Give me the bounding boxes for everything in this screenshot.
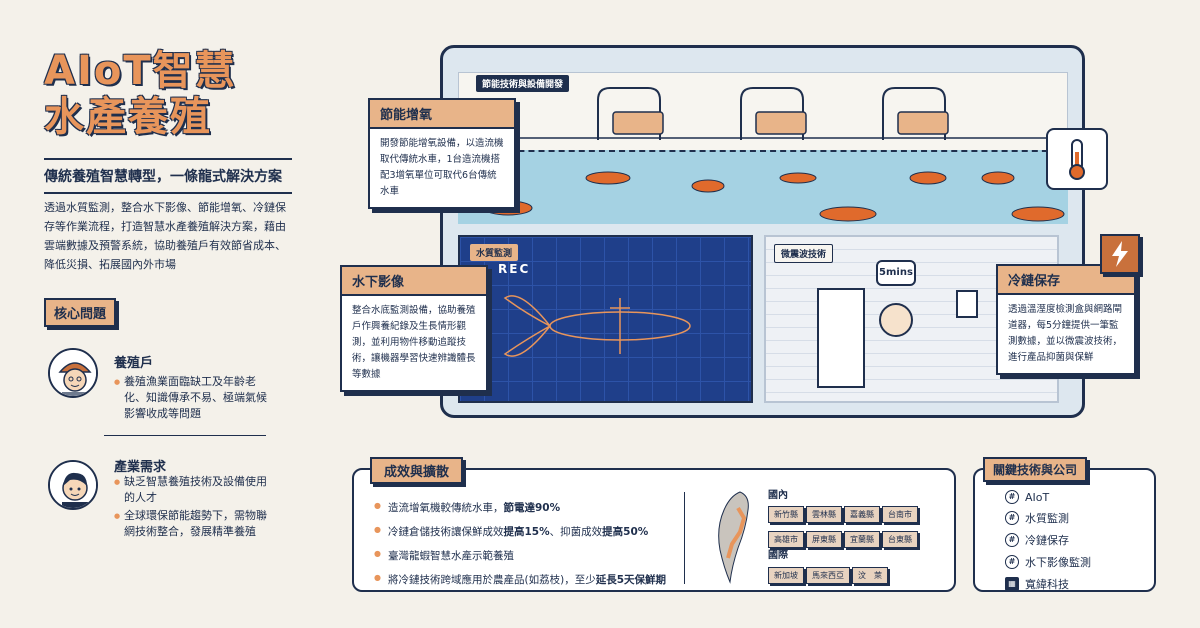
list-item: #冷鏈保存	[1005, 532, 1091, 548]
region-chip: 雲林縣	[806, 506, 842, 523]
list-item: #AIoT	[1005, 490, 1091, 504]
region-chip: 嘉義縣	[844, 506, 880, 523]
region-chip: 屏東縣	[806, 531, 842, 548]
water-quality-label: 水質監測	[470, 244, 519, 261]
industry-avatar	[48, 460, 98, 510]
region-chip: 台南市	[882, 506, 918, 523]
list-item: 缺乏智慧養殖技術及設備使用的人才	[114, 474, 274, 506]
core-issues-tag: 核心問題	[44, 298, 117, 327]
ultrasonic-label: 微震波技術	[774, 244, 834, 263]
cold-chain-card: 冷鏈保存 透過溫溼度檢測盒與網路閘道器，每5分鐘提供一筆監測數據，並以微震波技術…	[996, 264, 1136, 375]
card-title: 節能增氧	[370, 100, 514, 129]
card-body: 整合水底監測設備，協助養殖戶作興養紀錄及生長情形觀測，並利用物件移動追蹤技術，讓…	[352, 305, 476, 380]
divider	[684, 492, 685, 584]
list-item: 全球環保節能趨勢下，需物聯網技術整合，發展精準養殖	[114, 508, 274, 540]
list-item: #水質監測	[1005, 510, 1091, 526]
card-body: 開發節能增氧設備，以造流機取代傳統水車，1台造流機搭配3增氧單位可取代6台傳統水…	[380, 138, 504, 197]
lightning-icon	[1100, 234, 1140, 274]
key-tech-panel: 關鍵技術與公司 #AIoT #水質監測 #冷鏈保存 #水下影像監測 ▦寬緯科技	[973, 457, 1156, 592]
thermometer-icon	[1046, 128, 1108, 190]
international-label: 國際	[768, 550, 788, 561]
region-chip: 宜蘭縣	[844, 531, 880, 548]
list-item: 將冷鏈技術跨域應用於農產品(如荔枝)，至少延長5天保鮮期	[374, 572, 694, 587]
gateway-icon	[956, 290, 978, 318]
farmer-issue-list: 養殖漁業面臨缺工及年齡老化、知識傳承不易、極端氣候影響收成等問題	[114, 374, 274, 424]
list-item: #水下影像監測	[1005, 554, 1091, 570]
domestic-label: 國內	[768, 490, 788, 501]
pond-illustration	[458, 87, 1068, 140]
card-title: 水下影像	[342, 267, 486, 296]
domestic-regions: 新竹縣雲林縣嘉義縣台南市 高雄市屏東縣宜蘭縣台東縣	[768, 502, 948, 552]
region-chip: 馬來西亞	[806, 567, 850, 584]
underwater-camera-screen	[458, 235, 753, 403]
key-tech-tag: 關鍵技術與公司	[983, 457, 1088, 482]
farmer-role: 養殖戶	[114, 356, 154, 371]
key-tech-list: #AIoT #水質監測 #冷鏈保存 #水下影像監測 ▦寬緯科技	[1005, 490, 1091, 598]
page-title: AIoT智慧 水產養殖	[44, 48, 237, 140]
water-tank	[458, 150, 1068, 224]
farmer-avatar	[48, 348, 98, 398]
timer-bubble: 5mins	[876, 260, 916, 286]
intro-paragraph: 透過水質監測，整合水下影像、節能增氧、冷鏈保存等作業流程，打造智慧水產養殖解決方…	[44, 201, 286, 271]
card-body: 透過溫溼度檢測盒與網路閘道器，每5分鐘提供一筆監測數據，並以微震波技術，進行產品…	[1008, 304, 1123, 363]
energy-tech-label: 節能技術與設備開發	[476, 75, 570, 92]
region-chip: 汶 萊	[852, 567, 888, 584]
sensor-icon	[879, 303, 913, 337]
results-tag: 成效與擴散	[370, 457, 464, 484]
industry-role: 產業需求	[114, 460, 167, 475]
lobster-outline-icon	[503, 295, 691, 357]
region-chip: 台東縣	[882, 531, 918, 548]
underwater-imaging-card: 水下影像 整合水底監測設備，協助養殖戶作興養紀錄及生長情形觀測，並利用物件移動追…	[340, 265, 488, 392]
results-list: 造流增氧機較傳統水車，節電達90% 冷鏈倉儲技術讓保鮮成效提高15%、抑菌成效提…	[374, 500, 694, 596]
hashtag-icon: #	[1005, 511, 1019, 525]
list-item: 養殖漁業面臨缺工及年齡老化、知識傳承不易、極端氣候影響收成等問題	[114, 374, 274, 422]
region-chip: 新加坡	[768, 567, 804, 584]
industry-need-list: 缺乏智慧養殖技術及設備使用的人才 全球環保節能趨勢下，需物聯網技術整合，發展精準…	[114, 474, 274, 542]
page-subtitle: 傳統養殖智慧轉型，一條龍式解決方案	[44, 158, 292, 194]
hashtag-icon: #	[1005, 555, 1019, 569]
rec-indicator: REC	[498, 262, 531, 276]
hashtag-icon: #	[1005, 490, 1019, 504]
region-chip: 新竹縣	[768, 506, 804, 523]
international-regions: 新加坡馬來西亞汶 萊	[768, 563, 948, 588]
taiwan-map-icon	[718, 491, 749, 584]
company-item: ▦寬緯科技	[1005, 576, 1091, 592]
hashtag-icon: #	[1005, 533, 1019, 547]
list-item: 臺灣龍蝦智慧水產示範養殖	[374, 548, 694, 563]
divider	[104, 435, 266, 436]
list-item: 造流增氧機較傳統水車，節電達90%	[374, 500, 694, 515]
results-panel: 成效與擴散 造流增氧機較傳統水車，節電達90% 冷鏈倉儲技術讓保鮮成效提高15%…	[352, 457, 956, 592]
cold-room-door	[817, 288, 865, 388]
building-icon: ▦	[1005, 577, 1019, 591]
region-chip: 高雄市	[768, 531, 804, 548]
lobster-group-icon	[483, 171, 1065, 222]
list-item: 冷鏈倉儲技術讓保鮮成效提高15%、抑菌成效提高50%	[374, 524, 694, 539]
energy-oxygen-card: 節能增氧 開發節能增氧設備，以造流機取代傳統水車，1台造流機搭配3增氧單位可取代…	[368, 98, 516, 209]
